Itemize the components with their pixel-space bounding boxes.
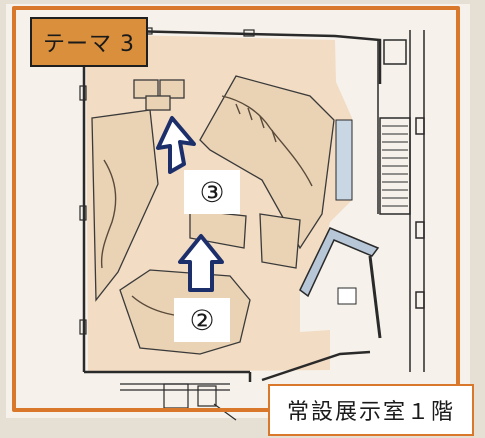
theme-label-text: テーマ 3 [43,32,135,57]
stop-3-label: ③ [199,175,225,209]
right-corridor [377,30,425,372]
room-name-label: 常設展示室１階 [268,384,474,436]
theme-label: テーマ 3 [30,17,148,67]
arrow-up-icon [156,116,196,174]
staircase [382,125,408,207]
room-name-text: 常設展示室１階 [286,400,455,425]
stop-3-marker: ③ [184,170,240,214]
building-walls [82,28,382,382]
area-frame [12,6,460,412]
stop-2-marker: ② [174,298,230,342]
stop-2-label: ② [189,303,215,337]
arrow-up-icon [178,234,224,292]
partition-walls [299,119,382,339]
display-cases [91,75,335,355]
